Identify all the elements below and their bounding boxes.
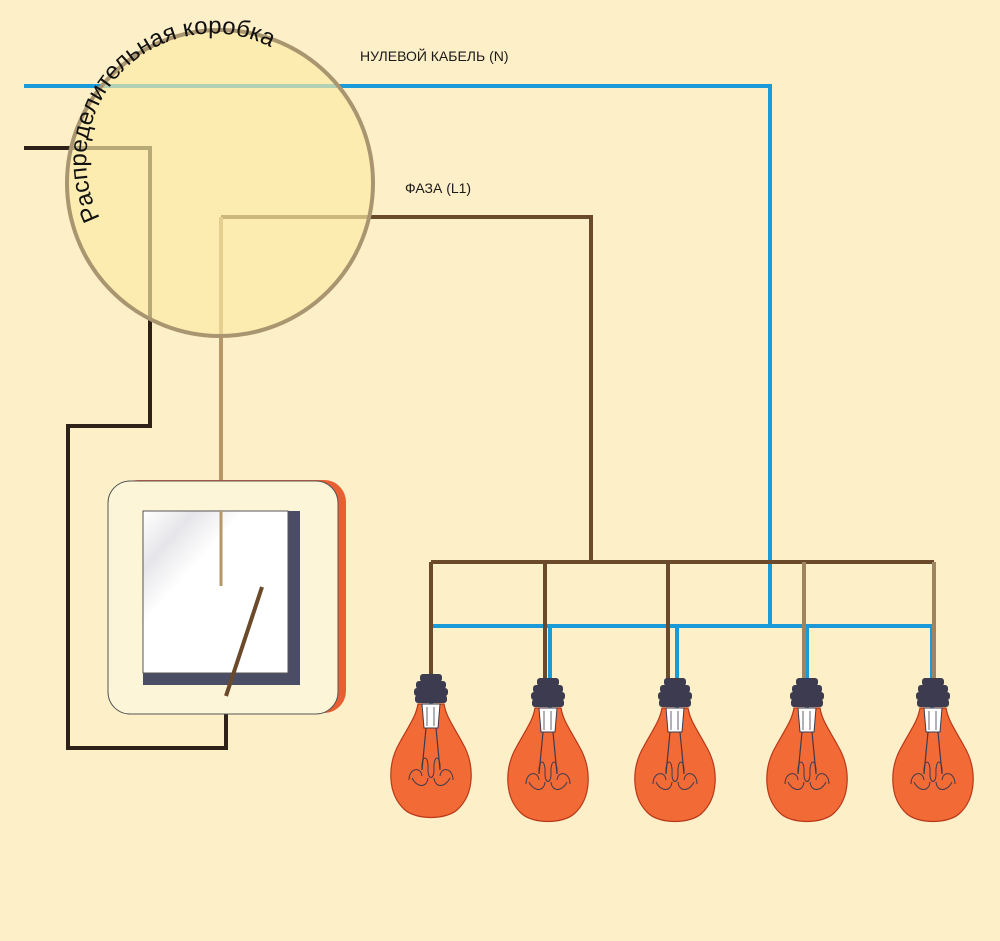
phase-wire bbox=[221, 215, 936, 700]
junction-box bbox=[65, 28, 375, 338]
phase-label: ФАЗА (L1) bbox=[405, 180, 471, 196]
bulb-icon bbox=[766, 677, 848, 823]
light-switch[interactable] bbox=[107, 480, 346, 715]
neutral-cable-label: НУЛЕВОЙ КАБЕЛЬ (N) bbox=[360, 47, 509, 64]
switch-lever bbox=[224, 586, 264, 697]
bulb-icon bbox=[892, 677, 974, 823]
bulb-icon bbox=[390, 673, 472, 819]
bulb-icon bbox=[507, 677, 589, 823]
bulbs bbox=[390, 673, 974, 823]
bulb-icon bbox=[634, 677, 716, 823]
